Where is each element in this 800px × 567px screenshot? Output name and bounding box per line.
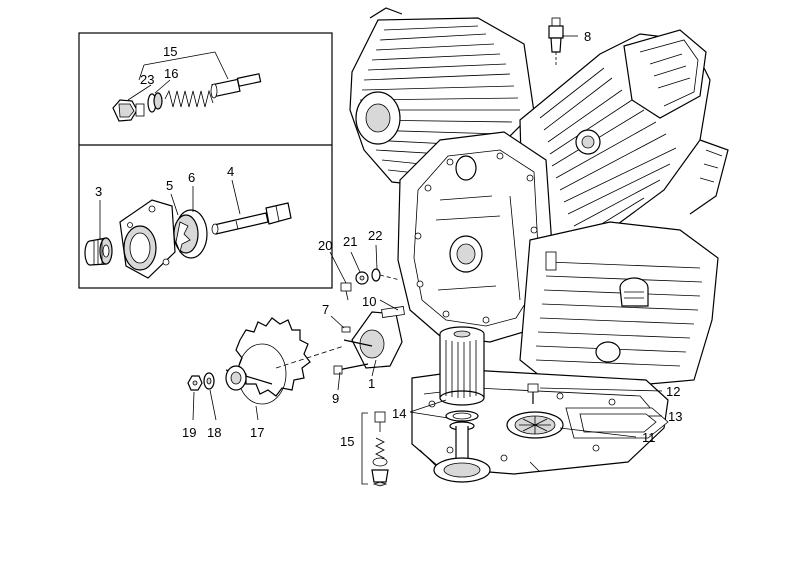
callout-11: 11	[642, 430, 656, 445]
pump-plug	[84, 237, 113, 266]
callout-15-inset: 15	[163, 44, 177, 59]
callout-3: 3	[95, 184, 102, 199]
timing-sprocket	[225, 317, 345, 405]
right-cylinder	[519, 29, 729, 245]
callout-22: 22	[368, 228, 382, 243]
callout-16: 16	[164, 66, 178, 81]
sprocket-washer	[203, 372, 215, 390]
pump-screw	[333, 363, 369, 375]
oil-pressure-switch	[548, 17, 564, 66]
locating-pin	[341, 326, 351, 333]
sprocket-nut	[187, 375, 203, 391]
callout-4: 4	[227, 164, 234, 179]
oil-pump-parts	[84, 179, 292, 279]
callout-17: 17	[250, 425, 264, 440]
callout-18: 18	[207, 425, 221, 440]
callout-14: 14	[392, 406, 406, 421]
callout-labels: 15 23 16 3 5 6 4 8 20 21 22 7 10 9 1 19 …	[95, 29, 682, 449]
fastener-group	[340, 268, 401, 301]
callout-8: 8	[584, 29, 591, 44]
callout-12: 12	[666, 384, 680, 399]
callout-10: 10	[362, 294, 376, 309]
callout-15-main: 15	[340, 434, 354, 449]
callout-13: 13	[668, 409, 682, 424]
lower-block	[519, 221, 719, 393]
pump-housing	[119, 199, 176, 279]
callout-leaders	[192, 35, 663, 485]
callout-21: 21	[343, 234, 357, 249]
pump-shaft	[211, 202, 292, 235]
inset-panel	[78, 32, 333, 289]
callout-6: 6	[188, 170, 195, 185]
engine-block	[349, 7, 729, 475]
relief-valve-stack	[371, 411, 389, 487]
relief-valve-assembly	[112, 51, 262, 122]
oil-strainer	[506, 411, 564, 439]
pump-cover	[343, 306, 405, 369]
oil-filter	[433, 326, 491, 483]
callout-1: 1	[368, 376, 375, 391]
callout-5: 5	[166, 178, 173, 193]
callout-20: 20	[318, 238, 332, 253]
callout-23: 23	[140, 72, 154, 87]
pump-rotor	[173, 209, 208, 259]
sump-bolt	[527, 383, 539, 404]
callout-9: 9	[332, 391, 339, 406]
callout-19: 19	[182, 425, 196, 440]
callout-7: 7	[322, 302, 329, 317]
sump-gasket	[565, 407, 669, 439]
